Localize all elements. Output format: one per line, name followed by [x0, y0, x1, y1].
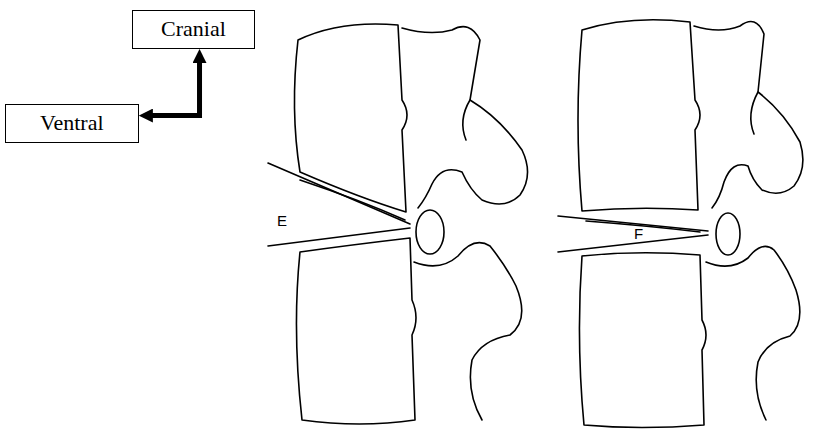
- facet-joint: [416, 210, 444, 254]
- panel-letter: E: [277, 213, 287, 228]
- direction-label: Cranial: [161, 15, 226, 44]
- vertebral-body: [579, 253, 706, 428]
- posterior-element: [463, 100, 470, 140]
- instrument: [558, 216, 708, 231]
- instrument: [268, 228, 410, 246]
- orientation-box: Ventral: [5, 104, 139, 143]
- posterior-element: [694, 22, 803, 209]
- posterior-element: [414, 243, 522, 420]
- instrument: [558, 235, 708, 252]
- facet-joint: [716, 213, 740, 255]
- instrument: [268, 163, 410, 224]
- orientation-box: Cranial: [132, 10, 255, 49]
- posterior-element: [706, 246, 800, 420]
- vertebral-body: [296, 238, 416, 424]
- instrument: [300, 180, 405, 220]
- posterior-element: [402, 27, 528, 208]
- posterior-element: [751, 92, 758, 134]
- panel-letter: F: [634, 226, 643, 241]
- orientation-arrow: [151, 61, 200, 116]
- direction-label: Ventral: [40, 109, 104, 138]
- vertebral-body: [578, 20, 700, 211]
